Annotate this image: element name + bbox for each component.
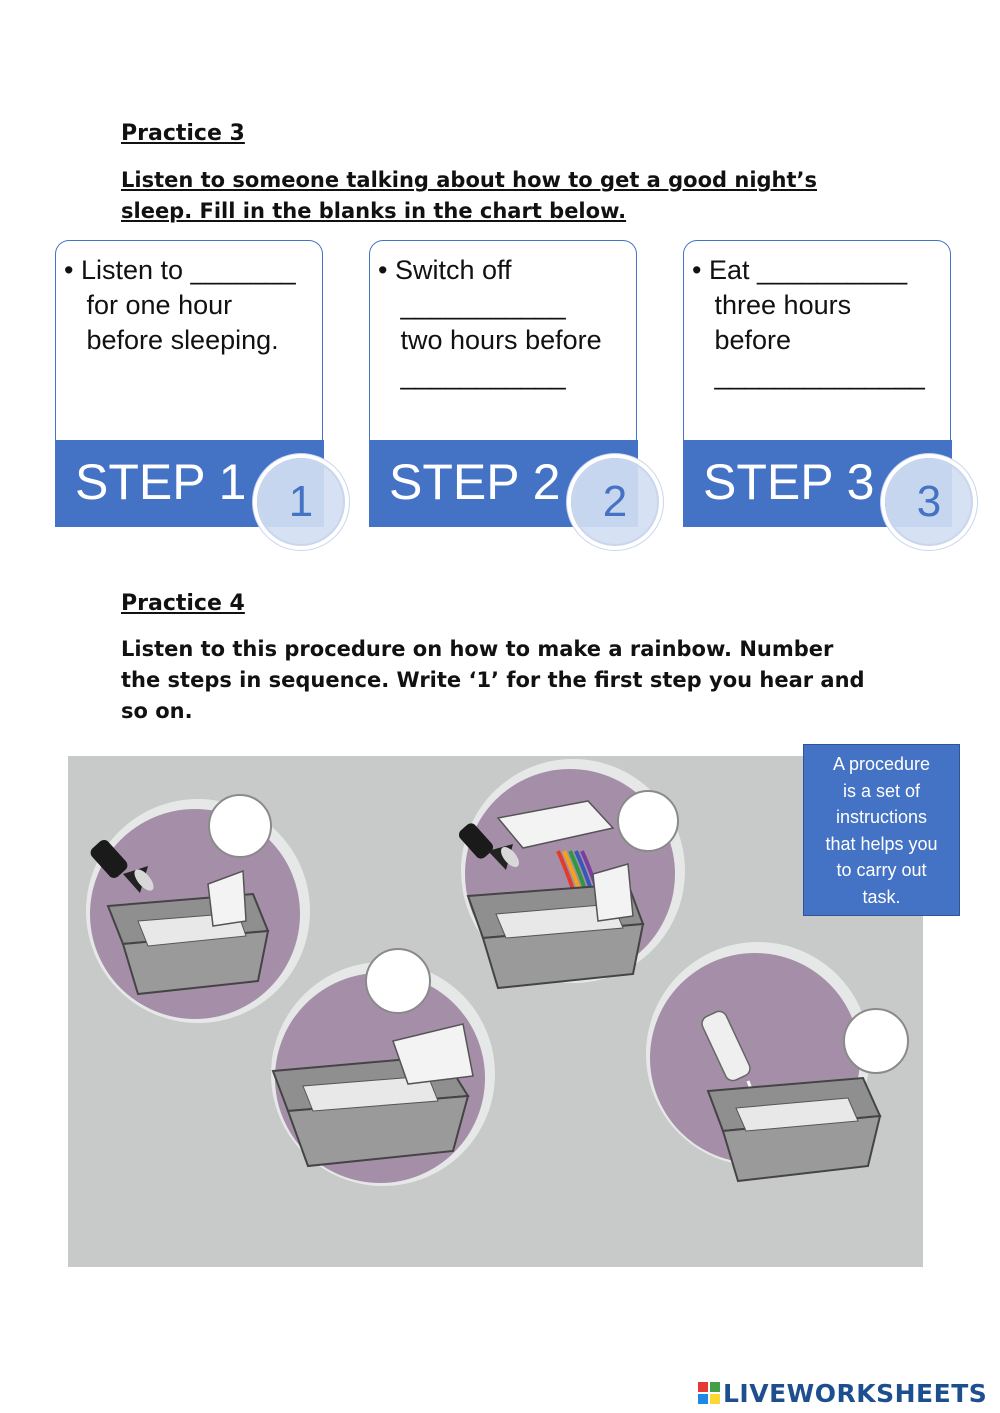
liveworksheets-logo: LIVEWORKSHEETS	[698, 1378, 987, 1408]
practice-3-instruction: Listen to someone talking about how to g…	[121, 165, 881, 227]
step-label: STEP 1	[75, 454, 247, 510]
procedure-panel-torch	[86, 794, 310, 1023]
answer-circle[interactable]	[208, 794, 272, 858]
practice-3-title: Practice 3	[121, 121, 245, 146]
box-icon	[706, 1076, 882, 1183]
step-label: STEP 3	[703, 454, 875, 510]
step-text-box: • Switch off ___________ two hours befor…	[369, 240, 637, 441]
step-text: • Switch off ___________ two hours befor…	[378, 253, 636, 393]
step-text-line: two hours before	[378, 325, 602, 355]
note-line: that helps you	[825, 833, 938, 854]
step-text-box: • Eat __________ three hours before ____…	[683, 240, 951, 441]
step-text-line: before sleeping.	[64, 325, 279, 355]
answer-circle[interactable]	[617, 790, 679, 852]
procedure-panel-box	[271, 948, 495, 1186]
box-icon	[106, 869, 270, 996]
step-card-1: • Listen to _______ for one hour before …	[55, 240, 345, 546]
step-card-3: • Eat __________ three hours before ____…	[683, 240, 973, 546]
step-text-line: ___________	[378, 290, 566, 320]
logo-badge-icon	[698, 1382, 720, 1404]
step-number-circle: 2	[571, 458, 659, 546]
step-text-line: before	[692, 325, 792, 355]
instruction-line: sleep. Fill in the blanks in the chart b…	[121, 199, 627, 223]
note-line: task.	[862, 886, 901, 907]
note-line: instructions	[835, 807, 928, 827]
step-text-box: • Listen to _______ for one hour before …	[55, 240, 323, 441]
step-text: • Listen to _______ for one hour before …	[64, 253, 322, 358]
procedure-panel-rainbow	[458, 759, 685, 990]
note-line: is a set of	[842, 780, 921, 801]
procedure-definition-note: A procedure is a set of instructions tha…	[803, 744, 960, 916]
practice-4-title: Practice 4	[121, 591, 245, 616]
answer-circle[interactable]	[843, 1008, 909, 1074]
instruction-line: Listen to someone talking about how to g…	[121, 168, 818, 192]
practice-4-instruction: Listen to this procedure on how to make …	[121, 634, 881, 727]
procedure-panel-water	[646, 942, 909, 1183]
step-number-circle: 1	[257, 458, 345, 546]
instruction-line: Listen to this procedure on how to make …	[121, 637, 834, 661]
step-text-line: for one hour	[64, 290, 233, 320]
step-label: STEP 2	[389, 454, 561, 510]
step-text-line: • Listen to _______	[64, 255, 296, 285]
answer-circle[interactable]	[365, 948, 431, 1014]
torch-icon	[90, 839, 154, 893]
step-text-line: three hours	[692, 290, 852, 320]
step-number-circle: 3	[885, 458, 973, 546]
step-text-line: ___________	[378, 360, 566, 390]
torch-icon	[458, 823, 519, 870]
instruction-line: so on.	[121, 699, 193, 723]
step-text-line: • Eat __________	[692, 255, 908, 285]
step-text-line: • Switch off	[378, 255, 512, 285]
box-icon	[466, 863, 645, 990]
brand-name: LIVEWORKSHEETS	[723, 1378, 988, 1408]
step-card-2: • Switch off ___________ two hours befor…	[369, 240, 659, 546]
step-text-line: ______________	[692, 360, 925, 390]
note-line: A procedure	[832, 754, 931, 774]
rainbow-procedure-illustration	[68, 756, 923, 1267]
instruction-line: the steps in sequence. Write ‘1’ for the…	[121, 668, 865, 692]
box-icon	[271, 1023, 474, 1168]
note-line: to carry out	[836, 860, 927, 880]
step-text: • Eat __________ three hours before ____…	[692, 253, 950, 393]
